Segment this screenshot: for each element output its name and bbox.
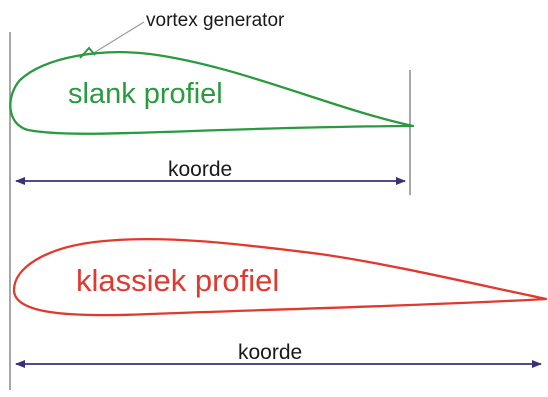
koorde-label-bottom: koorde [238, 341, 303, 364]
vortex-generator-shape [79, 46, 96, 59]
slank-profiel-label: slank profiel [68, 78, 223, 110]
klassiek-profiel-airfoil [12, 237, 548, 317]
klassiek-profiel-label: klassiek profiel [76, 263, 280, 298]
slank-profiel-airfoil [9, 51, 415, 135]
vortex-generator-label: vortex generator [146, 10, 285, 31]
vortex-generator-leader-line [91, 21, 145, 55]
koorde-label-top: koorde [168, 158, 233, 181]
